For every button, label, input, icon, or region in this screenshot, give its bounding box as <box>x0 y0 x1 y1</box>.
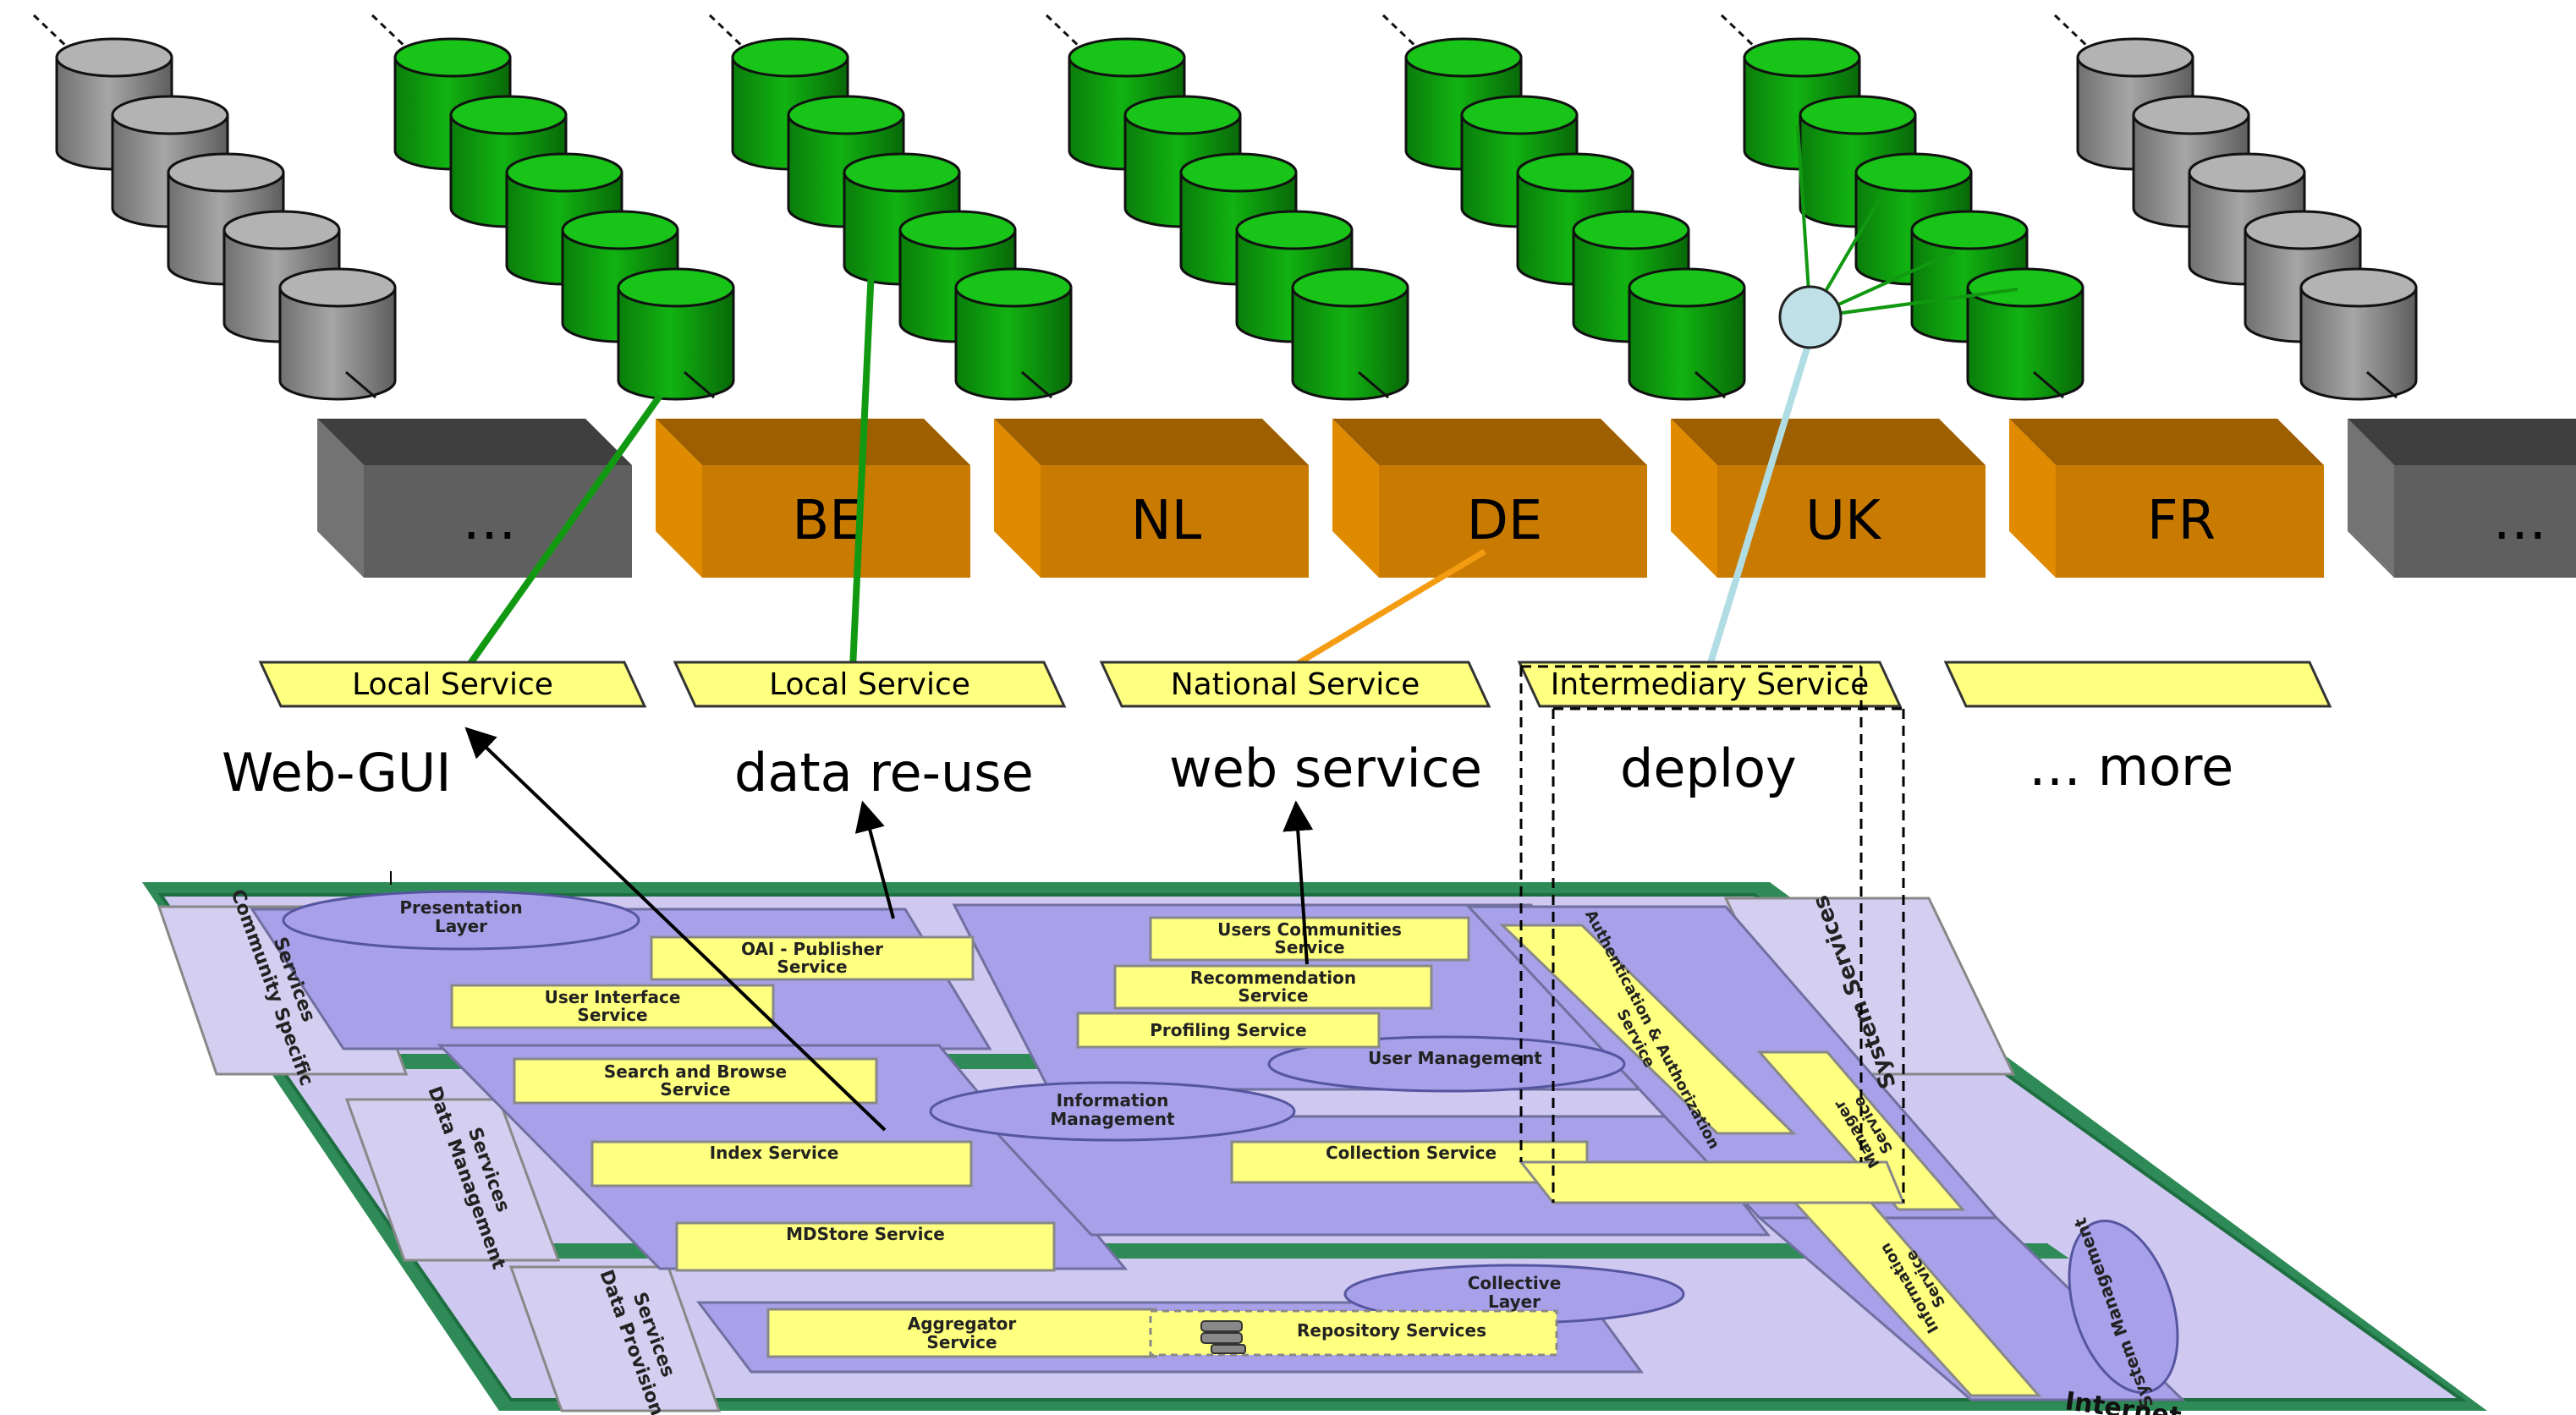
index-service-label: Index Service <box>710 1143 839 1163</box>
information-management-ellipse <box>929 1081 1296 1142</box>
repository-icon <box>1200 1320 1246 1354</box>
architecture-platform: Presentation Layer OAI - Publisher Servi… <box>142 665 2487 1415</box>
country-box: NL <box>994 419 1309 578</box>
country-label: … <box>2493 490 2547 552</box>
service-bar-label: Intermediary Service <box>1551 667 1870 702</box>
country-box: … <box>317 419 632 578</box>
svg-text:Service: Service <box>1274 937 1344 957</box>
database-icon <box>278 267 397 401</box>
svg-text:Service: Service <box>1238 985 1308 1006</box>
usage-arrows <box>464 727 1314 1132</box>
user-interface-label: User Interface <box>545 987 681 1007</box>
database-icon <box>1966 267 2084 401</box>
user-interface-service-box <box>450 984 775 1029</box>
connector-line-local-2 <box>849 268 875 669</box>
country-label: NL <box>1131 490 1202 552</box>
users-communities-service-box <box>1149 916 1470 962</box>
service-bar-label: National Service <box>1171 667 1420 702</box>
service-bars: Local Service Local Service National Servi… <box>258 661 2332 708</box>
user-management-ellipse <box>1267 1035 1626 1093</box>
aggregator-label: Aggregator <box>908 1314 1017 1334</box>
svg-text:Management: Management <box>1050 1109 1175 1129</box>
country-label: UK <box>1805 490 1882 552</box>
mdstore-service-label: MDStore Service <box>786 1224 945 1244</box>
database-icon <box>954 267 1073 401</box>
use-case-data-reuse: data re-use <box>734 742 1034 803</box>
information-management-label: Information <box>1057 1090 1169 1111</box>
use-case-labels: Web-GUI data re-use web service deploy …… <box>222 736 2233 803</box>
country-box: FR <box>2009 419 2324 578</box>
index-service-box <box>590 1140 973 1187</box>
arrow-web-service <box>1283 800 1314 965</box>
database-icon <box>617 267 735 401</box>
use-case-web-gui: Web-GUI <box>222 742 452 803</box>
country-label: FR <box>2147 490 2216 552</box>
system-management-ellipse <box>2068 1220 2179 1394</box>
svg-text:Layer: Layer <box>1488 1292 1541 1312</box>
collective-layer-label: Collective <box>1468 1273 1562 1293</box>
deploy-target-box <box>1518 1160 1906 1204</box>
profiling-service-box <box>1076 1012 1381 1049</box>
deploy-projection <box>1519 665 1905 1203</box>
intermediary-hub-icon <box>1778 285 1843 349</box>
presentation-layer-label: Presentation <box>399 897 522 918</box>
database-stack <box>708 14 1073 401</box>
data-provision-tab <box>508 1265 722 1412</box>
data-management-tab <box>344 1098 561 1262</box>
database-stack <box>32 14 397 401</box>
use-case-deploy: deploy <box>1620 738 1797 799</box>
database-stack <box>1045 14 1409 401</box>
database-stack <box>2053 14 2418 401</box>
mdstore-service-box <box>675 1221 1056 1272</box>
service-bar: Local Service <box>258 661 647 708</box>
svg-text:Service: Service <box>660 1079 730 1100</box>
arrow-data-reuse <box>854 800 895 919</box>
repository-services-label: Repository Services <box>1297 1320 1486 1341</box>
connector-lines <box>464 124 2019 672</box>
oai-publisher-label: OAI - Publisher <box>741 939 883 959</box>
country-boxes: … BE NL DE UK FR … <box>317 419 2576 578</box>
database-icon <box>2299 267 2418 401</box>
connector-line-intermediary <box>1705 341 1812 670</box>
search-browse-label: Search and Browse <box>604 1061 787 1082</box>
country-box: UK <box>1671 419 1986 578</box>
connector-line-national <box>1288 548 1486 672</box>
svg-text:Service: Service <box>577 1005 647 1025</box>
service-bar: Intermediary Service <box>1517 661 1903 708</box>
user-management-label: User Management <box>1368 1048 1542 1068</box>
country-box: BE <box>656 419 970 578</box>
recommendation-service-box <box>1113 964 1433 1010</box>
country-label: … <box>463 490 517 552</box>
users-communities-label: Users Communities <box>1217 919 1402 940</box>
auth-service-box <box>1499 924 1797 1135</box>
country-box: DE <box>1332 419 1647 578</box>
use-case-more: … more <box>2029 736 2233 798</box>
country-label: BE <box>792 490 863 552</box>
svg-text:Service: Service <box>926 1332 997 1352</box>
database-stack <box>1720 14 2084 401</box>
arrow-web-gui <box>464 727 887 1132</box>
use-case-web-service: web service <box>1169 738 1482 799</box>
service-bar-label: Local Service <box>769 667 970 702</box>
service-bar-label: Local Service <box>352 667 553 702</box>
database-icon <box>1628 267 1746 401</box>
presentation-layer-ellipse <box>282 890 640 951</box>
collection-service-label: Collection Service <box>1326 1143 1497 1163</box>
database-stacks <box>32 14 2418 401</box>
service-bar <box>1943 661 2332 708</box>
svg-text:Layer: Layer <box>435 916 487 936</box>
recommendation-label: Recommendation <box>1190 968 1356 988</box>
service-bar: National Service <box>1099 661 1491 708</box>
country-label: DE <box>1467 490 1543 552</box>
profiling-label: Profiling Service <box>1150 1020 1306 1040</box>
service-bar: Local Service <box>673 661 1067 708</box>
database-stack <box>371 14 735 401</box>
connector-line-local-1 <box>464 393 663 671</box>
svg-text:Service: Service <box>777 957 847 977</box>
country-box: … <box>2348 419 2576 578</box>
database-stack <box>1381 14 1746 401</box>
database-icon <box>1291 267 1409 401</box>
